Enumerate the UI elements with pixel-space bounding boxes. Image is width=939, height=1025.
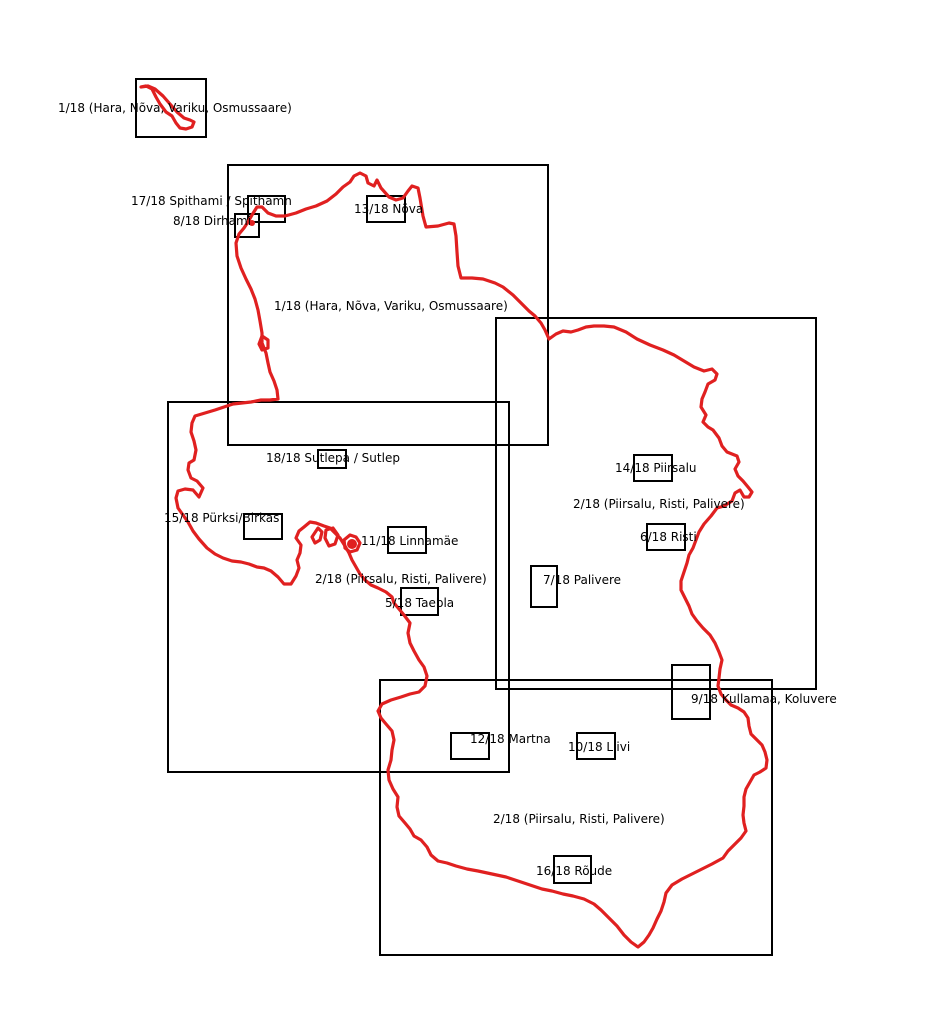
county-border — [174, 171, 769, 949]
label-dirhami: 8/18 Dirhami — [173, 214, 251, 228]
sheet-frame-palivere — [530, 565, 558, 608]
sheet-frame-martna — [450, 732, 490, 760]
islet-linnamae — [342, 533, 362, 554]
sheet-frame-east — [495, 317, 817, 690]
label-piirsalu: 14/18 Piirsalu — [615, 461, 697, 475]
sheet-frame-taebla — [400, 587, 439, 616]
sheet-frame-risti — [646, 523, 686, 551]
label-hara-main: 1/18 (Hara, Nõva, Variku, Osmussaare) — [274, 299, 508, 313]
label-linnamae: 11/18 Linnamäe — [361, 534, 458, 548]
label-martna: 12/18 Martna — [470, 732, 551, 746]
label-kullamaa: 9/18 Kullamaa, Koluvere — [691, 692, 837, 706]
label-purksi: 15/18 Pürksi/Birkas — [164, 511, 279, 525]
label-liivi: 10/18 Liivi — [568, 740, 630, 754]
label-risti: 6/18 Risti — [640, 530, 697, 544]
sheet-frame-sutlepa — [317, 449, 347, 469]
label-palivere: 7/18 Palivere — [543, 573, 621, 587]
island-inset-frame — [135, 78, 207, 138]
label-group-east: 2/18 (Piirsalu, Risti, Palivere) — [573, 497, 745, 511]
sheet-frame-kullamaa — [671, 664, 711, 720]
sheet-frame-liivi — [576, 732, 616, 760]
label-nova: 13/18 Nõva — [354, 202, 423, 216]
label-group-south: 2/18 (Piirsalu, Risti, Palivere) — [493, 812, 665, 826]
sheet-frame-north — [227, 164, 549, 446]
label-group-west: 2/18 (Piirsalu, Risti, Palivere) — [315, 572, 487, 586]
label-spithami: 17/18 Spithami / Spithamn — [131, 194, 292, 208]
islet-west — [310, 526, 324, 545]
label-taebla: 5/18 Taebla — [385, 596, 454, 610]
sheet-frame-purksi — [243, 513, 283, 540]
sheet-frame-piirsalu — [633, 454, 673, 482]
sheet-frame-west — [167, 401, 510, 773]
islet-north — [257, 334, 270, 352]
label-sutlepa: 18/18 Sutlepa / Sutlep — [266, 451, 400, 465]
sheet-frame-dirhami — [234, 213, 260, 238]
sheet-frame-linnamae — [387, 526, 427, 554]
dirhami-point — [249, 220, 255, 226]
sheet-frame-south — [379, 679, 773, 956]
linnamae-point — [347, 539, 357, 549]
label-hara-inset: 1/18 (Hara, Nõva, Variku, Osmussaare) — [58, 101, 292, 115]
sheet-frame-spithami — [247, 195, 286, 223]
islet-haapsalu — [323, 526, 340, 548]
island-outline — [139, 84, 196, 131]
label-roude: 16/18 Rõude — [536, 864, 612, 878]
sheet-frame-roude — [553, 855, 592, 884]
